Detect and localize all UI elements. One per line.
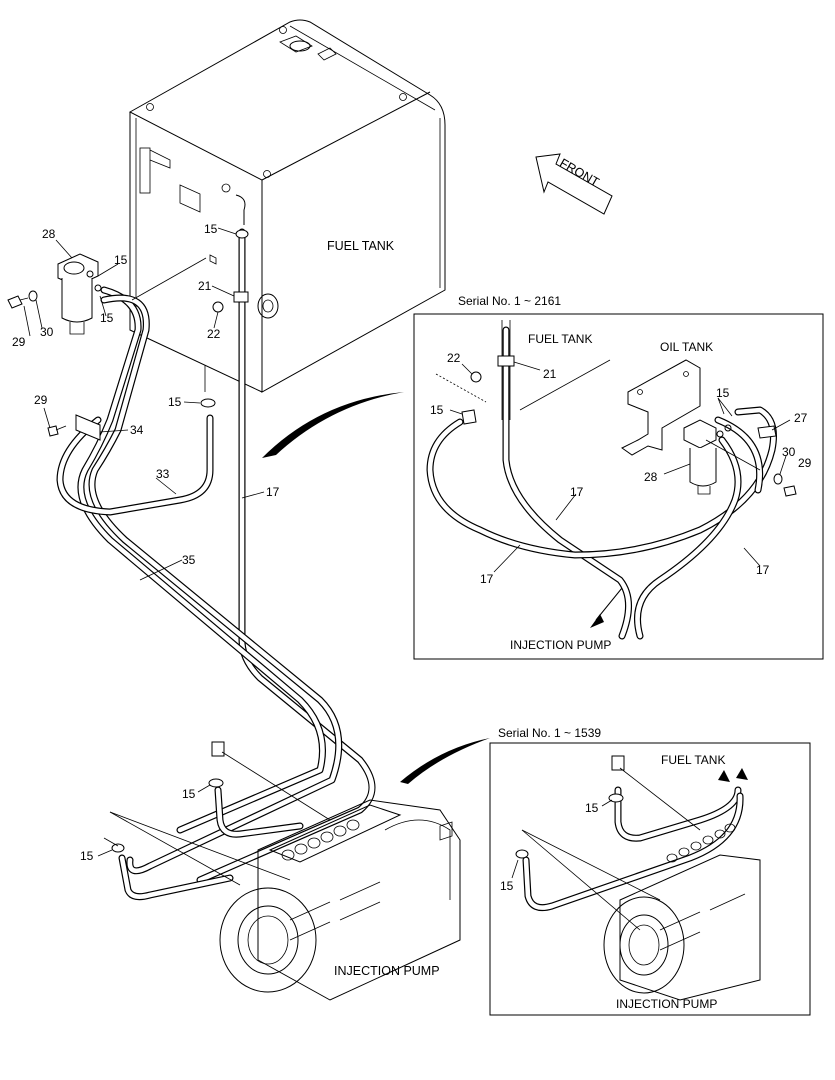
callout-34: 34	[130, 423, 144, 437]
clamps-main	[111, 229, 249, 853]
injection-pump-label: INJECTION PUMP	[616, 997, 717, 1011]
callout-15: 15	[114, 253, 128, 267]
callout-35: 35	[182, 553, 196, 567]
callout-29: 29	[34, 393, 48, 407]
callout-22: 22	[447, 351, 461, 365]
callout-15: 15	[100, 311, 114, 325]
callouts-main: 28 15 15 30 29 15 21 22 15 29 34 33 17 3…	[12, 222, 280, 863]
callout-21: 21	[198, 279, 212, 293]
callout-15: 15	[500, 879, 514, 893]
callout-17: 17	[756, 563, 770, 577]
callout-15: 15	[168, 395, 182, 409]
callout-15: 15	[182, 787, 196, 801]
callout-15: 15	[80, 849, 94, 863]
fuel-pipes-main	[56, 228, 376, 901]
callout-22: 22	[207, 327, 221, 341]
callout-33: 33	[156, 467, 170, 481]
injection-pump-main	[219, 799, 461, 1001]
callout-30: 30	[40, 325, 54, 339]
inset-serial-1539: Serial No. 1 ~ 1539 FUEL TANK INJECTION …	[489, 726, 811, 1016]
callout-17: 17	[570, 485, 584, 499]
fuel-tank	[128, 19, 446, 393]
callout-17: 17	[266, 485, 280, 499]
callout-28: 28	[644, 470, 658, 484]
callout-15: 15	[430, 403, 444, 417]
callout-27: 27	[794, 411, 808, 425]
callout-21: 21	[543, 367, 557, 381]
callout-29: 29	[12, 335, 26, 349]
callout-15: 15	[716, 386, 730, 400]
fuel-tank-label: FUEL TANK	[327, 239, 395, 253]
callout-15: 15	[204, 222, 218, 236]
callout-30: 30	[782, 445, 796, 459]
inset-pointer-2161	[262, 392, 404, 458]
fuel-filter-main	[57, 253, 102, 335]
callout-15: 15	[585, 801, 599, 815]
oil-tank-label: OIL TANK	[660, 340, 713, 354]
inset-serial-2161: Serial No. 1 ~ 2161 FUEL TANK OIL TANK I…	[413, 294, 824, 660]
inset-title: Serial No. 1 ~ 2161	[458, 294, 561, 308]
fuel-tank-label: FUEL TANK	[528, 332, 592, 346]
callout-29: 29	[798, 456, 812, 470]
injection-pump-label: INJECTION PUMP	[510, 638, 611, 652]
leaders-main	[23, 227, 331, 886]
front-arrow: FRONT	[535, 153, 613, 215]
callout-17: 17	[480, 572, 494, 586]
front-label: FRONT	[557, 156, 602, 190]
injection-pump-label-main: INJECTION PUMP	[334, 964, 440, 978]
callout-28: 28	[42, 227, 56, 241]
bolts-main	[7, 290, 224, 437]
fuel-tank-label: FUEL TANK	[661, 753, 725, 767]
clamp-34	[75, 414, 101, 441]
inset-title: Serial No. 1 ~ 1539	[498, 726, 601, 740]
inset-pointer-1539	[400, 738, 490, 784]
